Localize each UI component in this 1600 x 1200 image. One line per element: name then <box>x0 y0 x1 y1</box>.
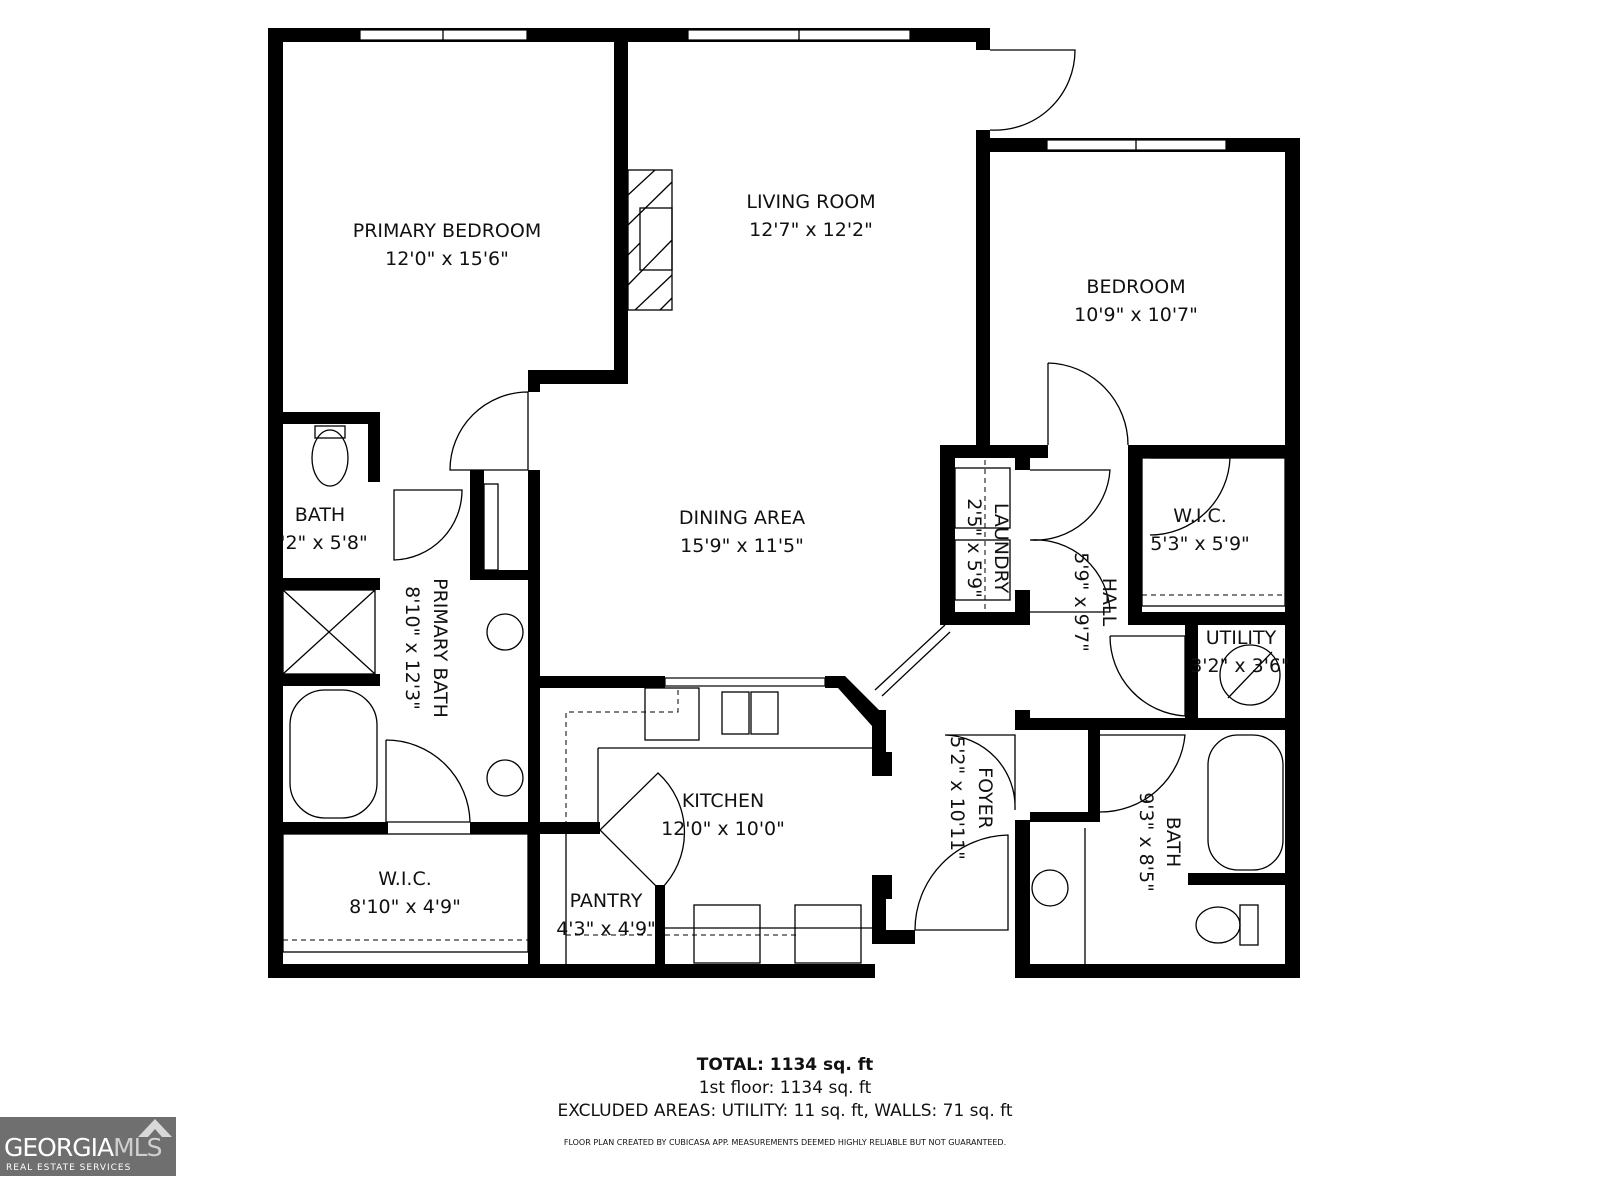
toilet-icon <box>311 429 349 487</box>
room-name-utility: UTILITY <box>1206 627 1277 649</box>
toilet-icon <box>1195 906 1241 944</box>
room-size-hall-bath: 9'3" x 8'5" <box>1135 792 1157 892</box>
room-name-hall: HALL <box>1098 578 1120 627</box>
total-area: TOTAL: 1134 sq. ft <box>696 1055 874 1075</box>
room-name-pantry: PANTRY <box>570 890 643 912</box>
walls <box>268 28 1300 978</box>
room-name-wic: W.I.C. <box>1173 505 1227 527</box>
room-size-bath: '2" x 5'8" <box>280 532 368 554</box>
room-size-foyer: 5'2" x 10'11" <box>946 736 968 860</box>
sink-icon <box>721 691 750 735</box>
georgia-mls-logo: GEORGIAMLS REAL ESTATE SERVICES <box>0 1117 176 1176</box>
sink-icon <box>486 613 524 651</box>
windows <box>359 29 1227 687</box>
logo-brand-accent: MLS <box>113 1133 162 1162</box>
sink-icon <box>1031 869 1069 907</box>
water-heater-icon <box>1219 644 1281 706</box>
logo-tagline: REAL ESTATE SERVICES <box>6 1163 132 1173</box>
room-size-utility: 3'2" x 3'6" <box>1190 655 1290 677</box>
room-size-hall: 5'9" x 9'7" <box>1070 552 1092 652</box>
bathtub-icon <box>1207 734 1284 871</box>
room-name-primary-wic: W.I.C. <box>378 868 432 890</box>
fridge-icon <box>794 904 862 964</box>
fireplace-icon <box>627 169 673 311</box>
doors <box>385 49 1231 931</box>
room-size-living-room: 12'7" x 12'2" <box>749 219 873 241</box>
room-size-dining-area: 15'9" x 11'5" <box>680 535 804 557</box>
logo-brand: GEORGIA <box>4 1133 114 1162</box>
room-size-primary-wic: 8'10" x 4'9" <box>349 896 461 918</box>
room-size-bedroom: 10'9" x 10'7" <box>1074 304 1198 326</box>
dryer-icon <box>954 539 1011 601</box>
room-size-pantry: 4'3" x 4'9" <box>556 918 656 940</box>
room-name-bedroom: BEDROOM <box>1086 276 1185 298</box>
fixtures <box>282 425 1286 964</box>
room-name-hall-bath: BATH <box>1162 817 1184 867</box>
room-name-bath: BATH <box>295 504 345 526</box>
floor-area: 1st floor: 1134 sq. ft <box>698 1078 872 1098</box>
sink-icon <box>486 759 524 797</box>
room-labels: PRIMARY BEDROOM 12'0" x 15'6" LIVING ROO… <box>280 191 1290 940</box>
room-size-primary-bedroom: 12'0" x 15'6" <box>385 248 509 270</box>
room-name-laundry: LAUNDRY <box>990 503 1012 594</box>
room-name-primary-bath: PRIMARY BATH <box>429 578 451 718</box>
room-size-wic: 5'3" x 5'9" <box>1150 533 1250 555</box>
room-size-kitchen: 12'0" x 10'0" <box>661 818 785 840</box>
roof-icon <box>138 1119 172 1137</box>
room-name-foyer: FOYER <box>974 767 996 829</box>
room-size-laundry: 2'5" x 5'9" <box>963 498 985 598</box>
washer-icon <box>954 467 1011 529</box>
room-name-living-room: LIVING ROOM <box>746 191 875 213</box>
stove-icon <box>693 904 761 964</box>
room-name-primary-bedroom: PRIMARY BEDROOM <box>353 220 541 242</box>
room-size-primary-bath: 8'10" x 12'3" <box>401 586 423 710</box>
excluded-areas: EXCLUDED AREAS: UTILITY: 11 sq. ft, WALL… <box>557 1101 1013 1121</box>
disclaimer: FLOOR PLAN CREATED BY CUBICASA APP. MEAS… <box>563 1138 1007 1147</box>
room-name-kitchen: KITCHEN <box>682 790 764 812</box>
room-name-dining-area: DINING AREA <box>679 507 805 529</box>
bathtub-icon <box>289 689 378 819</box>
